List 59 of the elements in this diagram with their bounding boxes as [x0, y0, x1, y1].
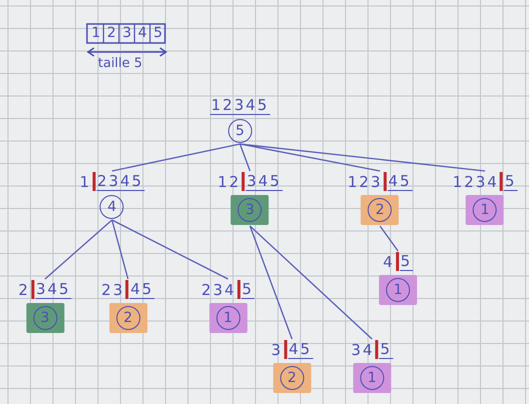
tree-node — [379, 252, 417, 305]
circled-number: 2 — [116, 306, 140, 330]
tree-node — [218, 172, 282, 225]
sequence-text: 45 — [288, 340, 313, 359]
circled-number: 2 — [368, 198, 392, 222]
tree-branch — [112, 143, 240, 172]
sequence-text: 4 — [382, 252, 394, 270]
tree-branch — [249, 226, 293, 340]
circled-number: 4 — [100, 195, 124, 219]
tree-node — [101, 280, 155, 333]
sequence-text: 123 — [348, 172, 382, 190]
tree-branch — [112, 219, 228, 280]
circled-number: 1 — [386, 278, 410, 302]
circled-number: 5 — [228, 119, 252, 143]
array-cell-value: 3 — [122, 25, 132, 42]
sequence-text: 345 — [34, 280, 72, 299]
circled-number: 1 — [216, 306, 240, 330]
array-cell-value: 1 — [90, 25, 102, 42]
sequence-text: 34 — [351, 340, 374, 358]
sequence-text: 1234 — [452, 172, 499, 190]
tree-node — [351, 340, 393, 393]
sequence-text: 5 — [379, 340, 393, 359]
tree-branch — [44, 220, 112, 280]
tree-node — [201, 280, 255, 333]
sequence-text: 12 — [218, 172, 241, 190]
circled-number: 2 — [280, 366, 304, 390]
tree-node — [18, 280, 72, 333]
sequence-text: 1 — [80, 172, 92, 190]
tree-node — [452, 172, 518, 225]
tree-branch — [239, 144, 251, 172]
array-cell-value: 4 — [137, 25, 148, 42]
sequence-text: 234 — [201, 280, 236, 298]
sequence-text: 3 — [271, 340, 283, 358]
circled-number: 3 — [238, 198, 262, 222]
tree-node — [80, 172, 144, 219]
sequence-text: 45 — [387, 172, 412, 191]
sequence-text: 5 — [241, 280, 255, 299]
sequence-text: 23 — [101, 280, 124, 298]
tree-branch — [240, 143, 486, 172]
circled-number: 3 — [33, 306, 57, 330]
tree-node — [210, 96, 270, 143]
tree-branch — [240, 143, 380, 172]
tree-branch — [379, 226, 399, 252]
sequence-text: 12345 — [210, 96, 270, 115]
circled-number: 1 — [473, 198, 497, 222]
tree-branch — [250, 226, 372, 340]
sequence-text: 45 — [130, 280, 155, 299]
sequence-text: 5 — [504, 172, 518, 191]
sequence-text: 345 — [246, 172, 282, 191]
size-label: taille 5 — [98, 56, 142, 71]
sequence-text: 2345 — [96, 172, 144, 191]
tree-node — [348, 172, 412, 225]
sequence-text: 2 — [18, 280, 30, 298]
array-cell-value: 5 — [152, 25, 164, 42]
tree-node — [271, 340, 313, 393]
array-cell-value: 2 — [106, 25, 117, 42]
circled-number: 1 — [360, 366, 384, 390]
tree-branch — [111, 220, 129, 280]
sequence-text: 5 — [400, 252, 414, 271]
